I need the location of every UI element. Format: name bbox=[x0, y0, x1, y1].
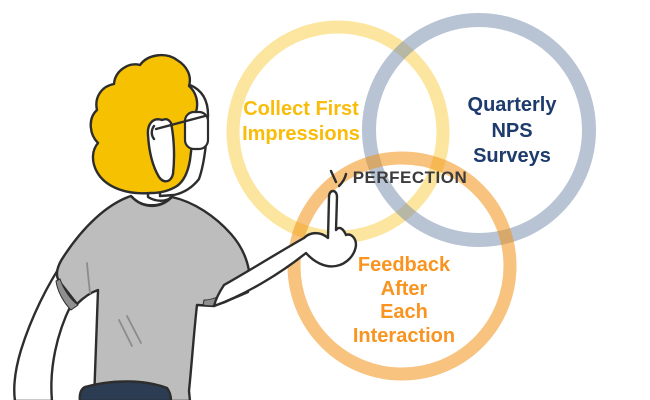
label-line: Each bbox=[380, 301, 428, 323]
circle-label-collect-first-impressions: Collect First Impressions bbox=[242, 97, 360, 147]
person-pants bbox=[78, 380, 173, 400]
person-pointing-hand bbox=[212, 189, 358, 308]
ring-feedback-after-each-interaction bbox=[287, 151, 517, 381]
shirt-fold-lines bbox=[86, 262, 142, 347]
left-sleeve-opening bbox=[55, 278, 79, 311]
circle-label-quarterly-nps-surveys: Quarterly NPS Surveys bbox=[468, 93, 557, 170]
venn-center-label: PERFECTION bbox=[352, 168, 468, 187]
label-line: Feedback bbox=[357, 254, 451, 276]
ring-quarterly-nps-surveys bbox=[362, 13, 596, 247]
circle-label-feedback-after-each-interaction: Feedback After Each Interaction bbox=[353, 254, 455, 348]
label-line: Impressions bbox=[242, 123, 360, 145]
shirt-collar bbox=[130, 195, 173, 207]
glasses-lens bbox=[183, 110, 210, 151]
label-line: Quarterly bbox=[467, 94, 557, 116]
label-line: After bbox=[380, 277, 428, 300]
label-line: Collect First bbox=[243, 98, 359, 120]
label-line: NPS bbox=[491, 119, 533, 142]
tap-sparks-icon bbox=[329, 169, 348, 188]
label-line: Surveys bbox=[473, 145, 551, 167]
person-ear bbox=[146, 117, 176, 183]
label-line: Interaction bbox=[352, 324, 456, 347]
person-hair bbox=[89, 53, 199, 195]
person-shirt bbox=[55, 194, 251, 400]
glasses-temple bbox=[150, 114, 207, 141]
